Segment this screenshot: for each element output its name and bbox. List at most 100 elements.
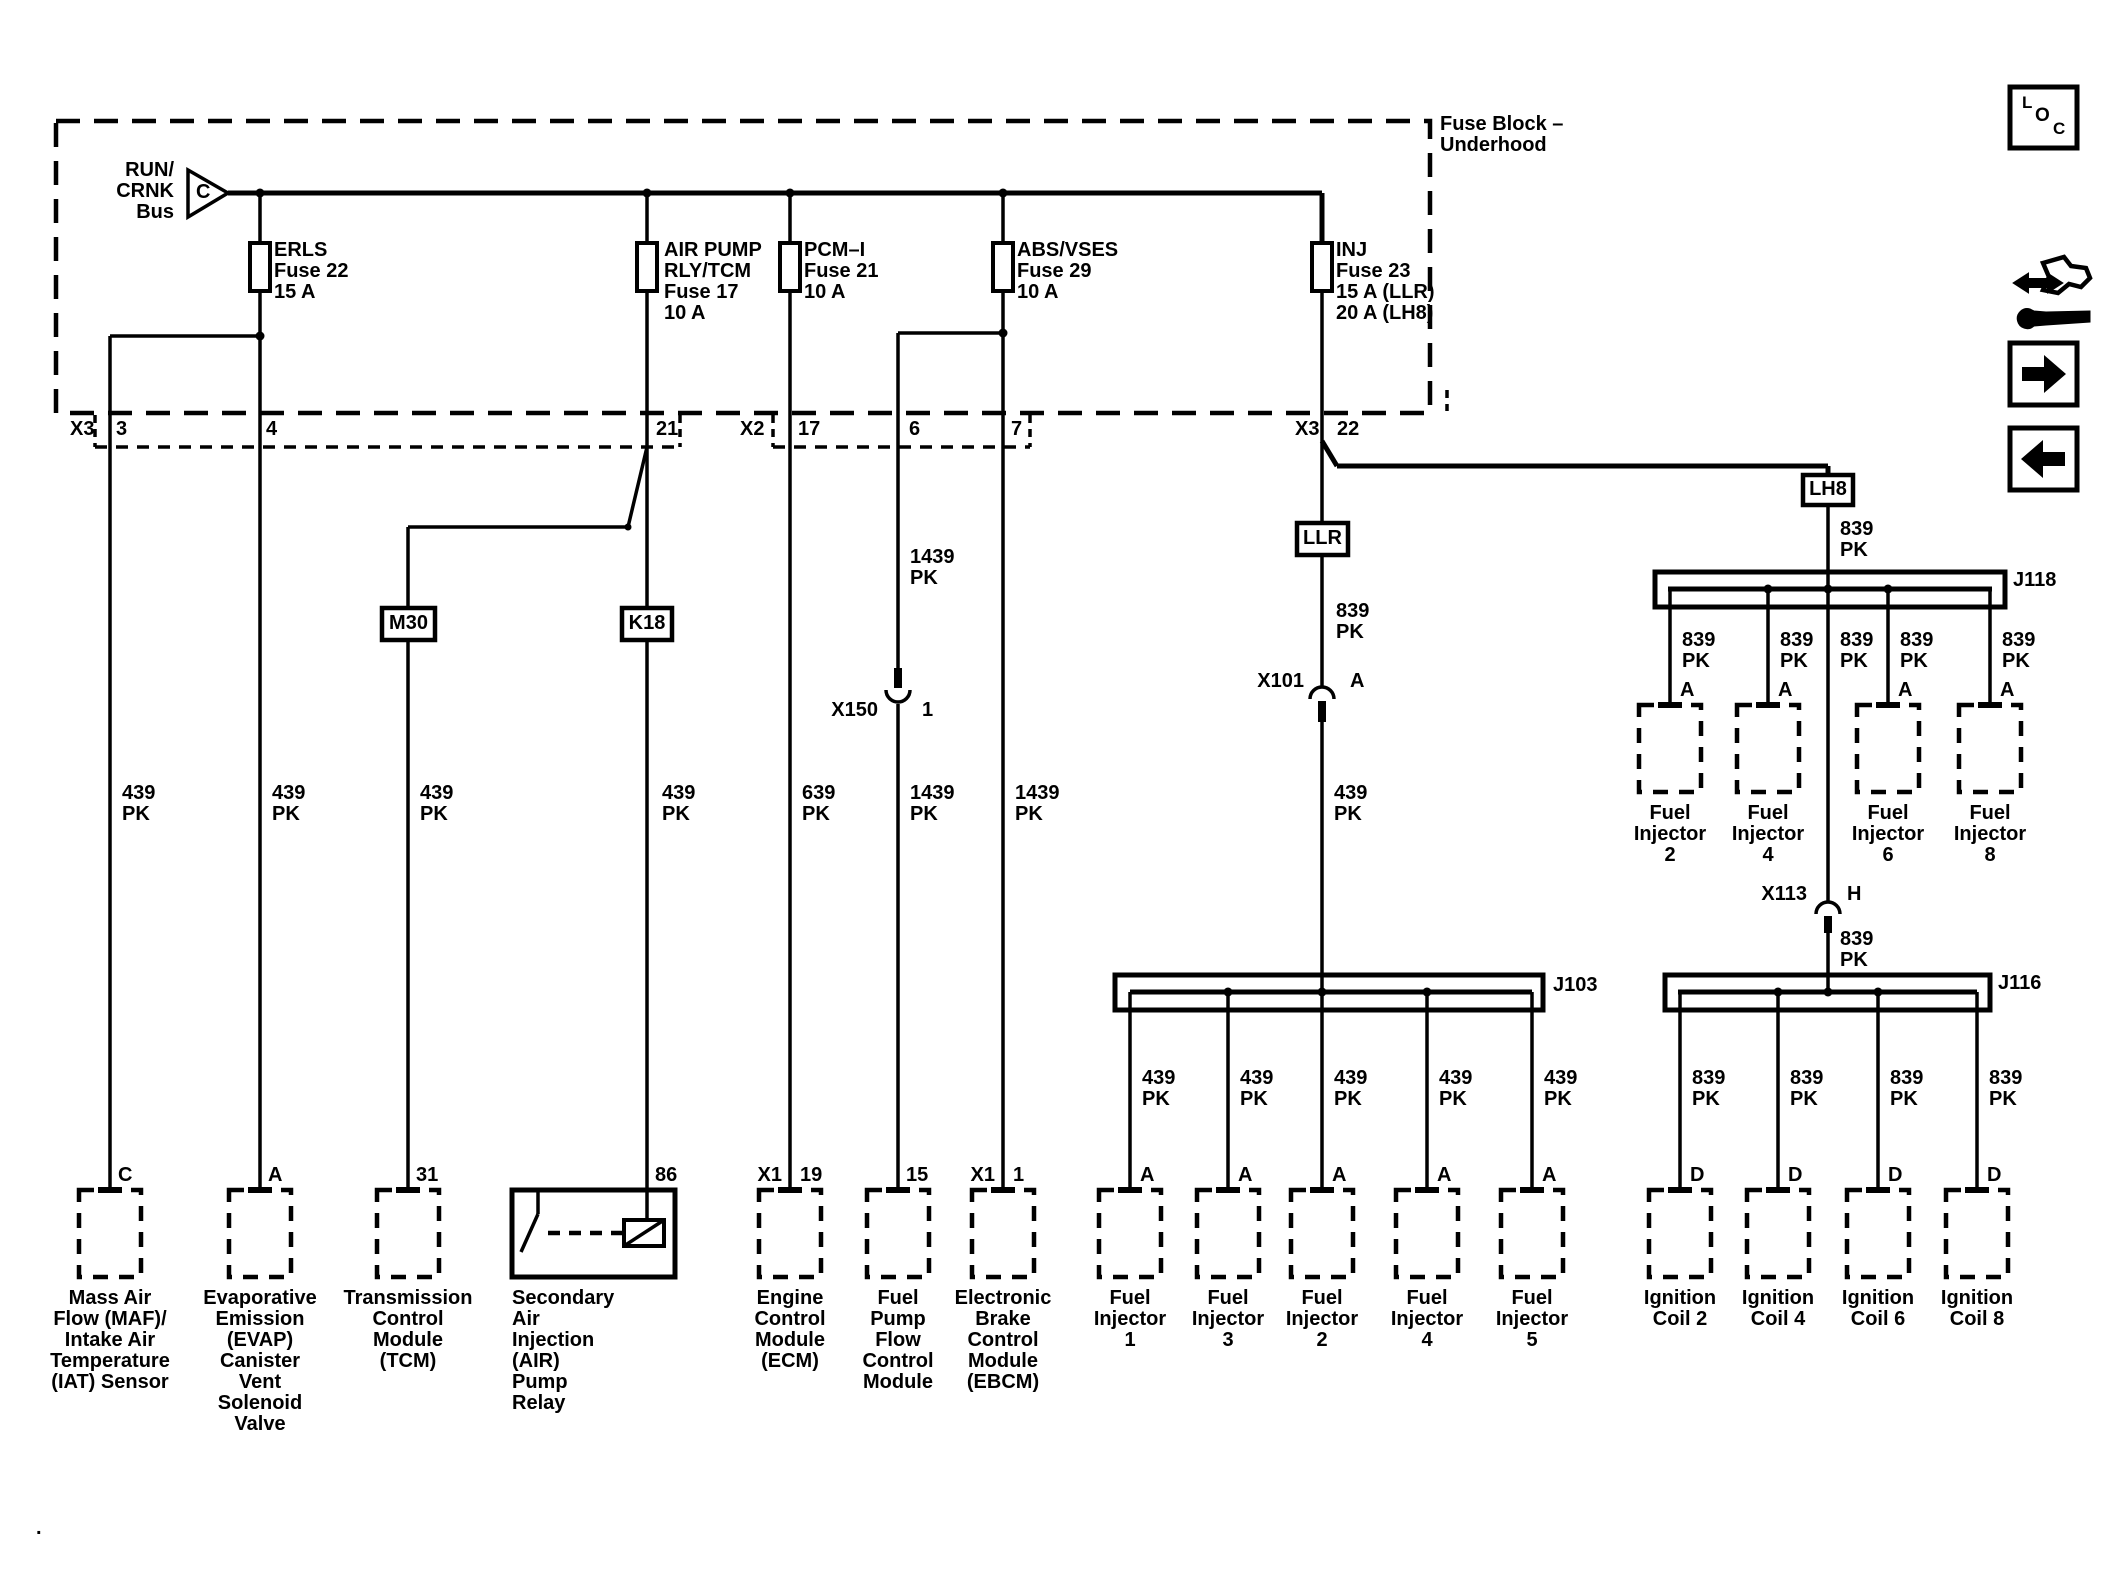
wire-label-fuelpump-upper: 1439 PK xyxy=(910,546,955,589)
component-inj4b: Fuel Injector 4 xyxy=(1390,1287,1464,1351)
component-ecm: Engine Control Module (ECM) xyxy=(754,1287,826,1372)
wire-label-x101-out: 439 PK xyxy=(1334,782,1368,825)
junction-drop-wires xyxy=(1128,589,1992,1190)
wire-label-j118-mid: 839 PK xyxy=(1840,629,1874,672)
component-inj5: Fuel Injector 5 xyxy=(1495,1287,1569,1351)
box-lh8: LH8 xyxy=(1809,478,1847,500)
stray-period: . xyxy=(36,1517,42,1539)
fuse-erls-label: ERLS Fuse 22 15 A xyxy=(274,239,349,303)
component-inj1: Fuel Injector 1 xyxy=(1093,1287,1167,1351)
box-llr: LLR xyxy=(1303,527,1342,549)
wire-label-relay: 439 PK xyxy=(662,782,696,825)
splice-symbols xyxy=(884,668,1842,933)
wire-label-j116-2: 839 PK xyxy=(1790,1067,1824,1110)
junction-j103-label: J103 xyxy=(1553,974,1598,996)
wire-label-ebcm: 1439 PK xyxy=(1015,782,1060,825)
bus-label: RUN/ CRNK Bus xyxy=(116,159,174,223)
fuse-symbols xyxy=(248,241,1334,293)
component-inj2b: Fuel Injector 2 xyxy=(1285,1287,1359,1351)
component-evap: Evaporative Emission (EVAP) Canister Ven… xyxy=(203,1287,317,1435)
pin-tcm: 31 xyxy=(416,1164,439,1186)
component-fuel-pump: Fuel Pump Flow Control Module xyxy=(862,1287,934,1393)
wire-label-lh8-out: 839 PK xyxy=(1840,518,1874,561)
splice-x113-label: X113 xyxy=(1761,883,1807,905)
wire-label-j103-5: 439 PK xyxy=(1544,1067,1578,1110)
wire-label-fuelpump-lower: 1439 PK xyxy=(910,782,955,825)
box-k18: K18 xyxy=(628,612,666,634)
connector-pin-4: 4 xyxy=(266,418,278,440)
component-coil8: Ignition Coil 8 xyxy=(1940,1287,2014,1330)
pin-inj6: A xyxy=(1898,679,1913,701)
component-inj3: Fuel Injector 3 xyxy=(1191,1287,1265,1351)
wire-label-j103-2: 439 PK xyxy=(1240,1067,1274,1110)
pin-ebcm-conn: X1 xyxy=(970,1164,995,1186)
junction-j118-label: J118 xyxy=(2013,569,2057,591)
wire-label-maf: 439 PK xyxy=(122,782,156,825)
air-pump-relay-symbol xyxy=(509,1187,678,1280)
loc-letter-l: L xyxy=(2022,93,2033,112)
wire-label-tcm: 439 PK xyxy=(420,782,454,825)
arrow-right-icon[interactable] xyxy=(2007,340,2080,408)
pin-ticks xyxy=(98,702,2002,1193)
splice-x113-pin: H xyxy=(1847,883,1862,905)
box-m30: M30 xyxy=(389,612,428,634)
wire-label-j116-1: 839 PK xyxy=(1692,1067,1726,1110)
loc-icon[interactable] xyxy=(2007,84,2080,151)
pin-inj2b: A xyxy=(1332,1164,1347,1186)
fuse-block-title: Fuse Block – Underhood xyxy=(1440,113,1564,156)
component-maf: Mass Air Flow (MAF)/ Intake Air Temperat… xyxy=(50,1287,170,1393)
wire-label-j118-2: 839 PK xyxy=(1780,629,1814,672)
connector-pin-17: 17 xyxy=(798,418,821,440)
loc-letter-o: O xyxy=(2035,105,2050,126)
harness-wrench-icon[interactable] xyxy=(2012,254,2093,330)
component-coil2: Ignition Coil 2 xyxy=(1643,1287,1717,1330)
wire-label-evap: 439 PK xyxy=(272,782,306,825)
component-inj6: Fuel Injector 6 xyxy=(1851,802,1925,866)
splice-x101-pin: A xyxy=(1350,670,1365,692)
pin-coil2: D xyxy=(1690,1164,1705,1186)
connector-pin-7: 7 xyxy=(1011,418,1023,440)
arrow-left-icon[interactable] xyxy=(2007,425,2080,493)
splice-x150-pin: 1 xyxy=(922,699,934,721)
component-tcm: Transmission Control Module (TCM) xyxy=(343,1287,473,1372)
wire-label-j118-4: 839 PK xyxy=(2002,629,2036,672)
fuse-pcmi-label: PCM–I Fuse 21 10 A xyxy=(804,239,879,303)
pin-maf: C xyxy=(118,1164,133,1186)
connector-pin-6: 6 xyxy=(909,418,921,440)
relay-id-boxes xyxy=(379,472,1856,643)
pin-inj4b: A xyxy=(1437,1164,1452,1186)
pin-inj8: A xyxy=(2000,679,2015,701)
connector-strips xyxy=(93,390,1449,449)
pin-coil4: D xyxy=(1788,1164,1803,1186)
wire-label-j103-4: 439 PK xyxy=(1439,1067,1473,1110)
wire-label-j103-3: 439 PK xyxy=(1334,1067,1368,1110)
loc-letter-c: C xyxy=(2053,119,2066,138)
component-ebcm: Electronic Brake Control Module (EBCM) xyxy=(954,1287,1052,1393)
junction-j116-label: J116 xyxy=(1998,972,2042,994)
wire-label-j118-1: 839 PK xyxy=(1682,629,1716,672)
connector-x3-left: X3 xyxy=(70,418,95,440)
component-inj4: Fuel Injector 4 xyxy=(1731,802,1805,866)
bus-and-fuse-wires xyxy=(108,190,1831,1190)
pin-ebcm: 1 xyxy=(1013,1164,1025,1186)
wire-label-j116-4: 839 PK xyxy=(1989,1067,2023,1110)
wire-label-j116-3: 839 PK xyxy=(1890,1067,1924,1110)
pin-ecm: 19 xyxy=(800,1164,823,1186)
connector-x3-right: X3 xyxy=(1295,418,1320,440)
component-inj2: Fuel Injector 2 xyxy=(1633,802,1707,866)
junction-dots xyxy=(255,188,1893,997)
fuse-inj-label: INJ Fuse 23 15 A (LLR) 20 A (LH8) xyxy=(1336,239,1435,324)
pin-inj2: A xyxy=(1680,679,1695,701)
connector-x2: X2 xyxy=(740,418,765,440)
pin-inj1: A xyxy=(1140,1164,1155,1186)
fuse-block-border xyxy=(53,118,1433,416)
pin-coil6: D xyxy=(1888,1164,1903,1186)
bus-triangle-letter: C xyxy=(196,181,211,203)
connector-pin-3: 3 xyxy=(116,418,128,440)
fuse-absvses-label: ABS/VSES Fuse 29 10 A xyxy=(1017,239,1119,303)
component-air-relay: Secondary Air Injection (AIR) Pump Relay xyxy=(512,1287,615,1414)
pin-coil8: D xyxy=(1987,1164,2002,1186)
component-coil4: Ignition Coil 4 xyxy=(1741,1287,1815,1330)
